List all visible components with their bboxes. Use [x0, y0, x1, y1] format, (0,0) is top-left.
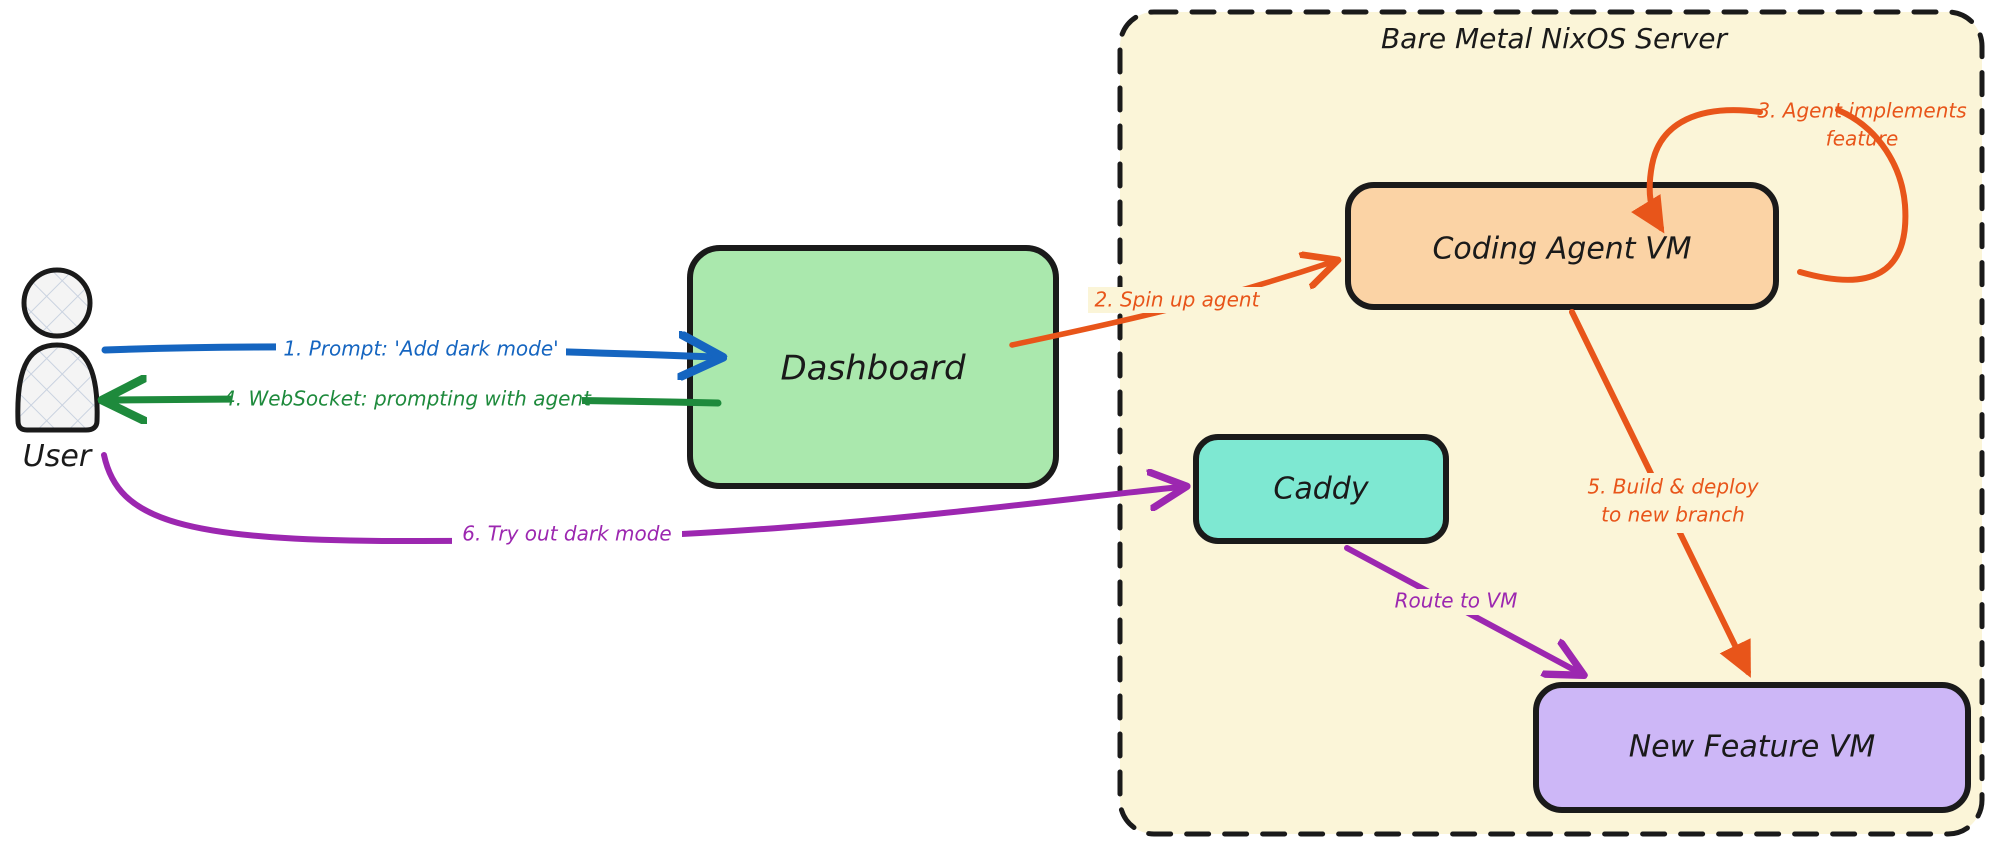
edge-7-label-bg — [1370, 589, 1542, 615]
edge-4-label-bg — [232, 386, 582, 414]
person-body-icon — [15, 342, 100, 433]
edge-2-label: 2. Spin up agent — [1095, 288, 1261, 312]
node-caddy-box — [1193, 434, 1449, 544]
edge-prompt-add-dark-mode: 1. Prompt: 'Add dark mode' — [101, 335, 715, 363]
edge-try-out-dark-mode: 6. Try out dark mode — [101, 452, 1180, 547]
edge-2-label-bg — [1088, 287, 1266, 313]
node-new-feature-vm-box — [1533, 682, 1971, 813]
edge-1-label: 1. Prompt: 'Add dark mode' — [283, 337, 558, 361]
edge-7-label: Route to VM — [1395, 589, 1518, 613]
edge-4-label: 4. WebSocket: prompting with agent — [223, 387, 592, 411]
actor-user-label: User — [23, 439, 93, 474]
edge-3-line-tail — [1797, 107, 1909, 283]
edge-5-label-line-2: to new branch — [1601, 503, 1745, 527]
node-coding-agent-vm[interactable]: Coding Agent VM — [1345, 182, 1779, 310]
edge-5-label-line-1: 5. Build & deploy — [1587, 475, 1759, 499]
node-caddy[interactable]: Caddy — [1193, 434, 1449, 544]
edge-5-label-bg — [1558, 473, 1788, 533]
edge-3-label-line-2: feature — [1826, 127, 1899, 151]
container-title: Bare Metal NixOS Server — [1381, 22, 1729, 55]
actor-user[interactable]: User — [15, 267, 100, 474]
node-dashboard[interactable]: Dashboard — [687, 245, 1059, 489]
edge-spin-up-agent: 2. Spin up agent — [1009, 262, 1332, 348]
edge-3-label-line-1: 3. Agent implements — [1757, 99, 1966, 123]
edge-6-label: 6. Try out dark mode — [462, 522, 671, 546]
node-new-feature-vm[interactable]: New Feature VM — [1533, 682, 1971, 813]
node-caddy-label: Caddy — [1273, 472, 1369, 507]
node-dashboard-label: Dashboard — [780, 349, 965, 389]
node-new-feature-vm-label: New Feature VM — [1629, 730, 1876, 765]
edge-1-label-bg — [276, 335, 566, 363]
node-coding-agent-vm-box — [1345, 182, 1779, 310]
edge-websocket-prompting-with-agent: 4. WebSocket: prompting with agent — [110, 386, 722, 414]
node-coding-agent-vm-label: Coding Agent VM — [1432, 232, 1691, 267]
person-head-icon — [21, 267, 93, 339]
edge-3-line-head — [1631, 107, 1763, 234]
edge-agent-implements-feature: 3. Agent implements feature — [1631, 99, 1967, 283]
edge-build-and-deploy-to-new-branch: 5. Build & deploy to new branch — [1558, 309, 1788, 678]
edge-route-to-vm: Route to VM — [1344, 545, 1578, 672]
edge-6-label-bg — [452, 521, 682, 547]
